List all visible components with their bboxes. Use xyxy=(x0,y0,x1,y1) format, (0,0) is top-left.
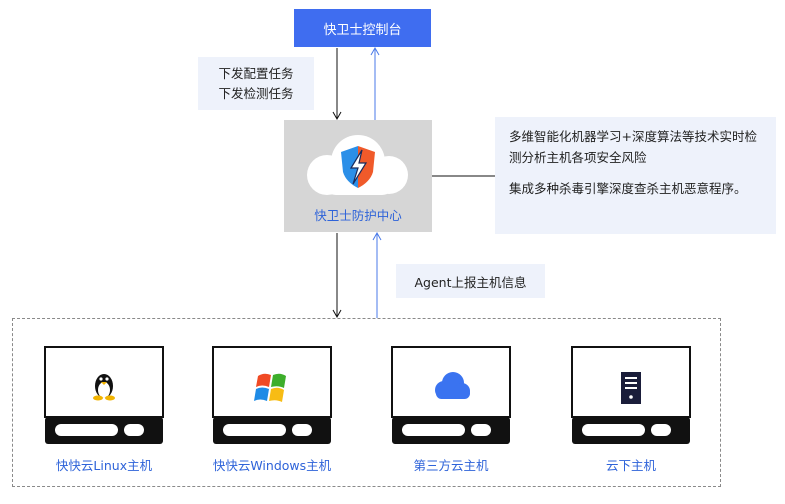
cloud-icon xyxy=(435,372,470,399)
monitor-icon xyxy=(44,346,164,444)
server-tower-icon xyxy=(621,372,641,404)
description-antivirus: 集成多种杀毒引擎深度查杀主机恶意程序。 xyxy=(509,181,747,196)
host-label: 云下主机 xyxy=(605,458,656,473)
console-node: 快卫士控制台 xyxy=(294,9,431,47)
windows-logo-icon xyxy=(254,373,286,402)
host-label: 快快云Linux主机 xyxy=(55,458,153,473)
monitor-icon xyxy=(391,346,511,444)
arrowhead-up-2 xyxy=(372,231,382,241)
protection-center-node: 快卫士防护中心 xyxy=(284,120,432,232)
report-label: Agent上报主机信息 xyxy=(414,274,527,290)
linux-penguin-icon xyxy=(93,374,115,401)
task-line-detect: 下发检测任务 xyxy=(218,85,294,101)
task-label-box: 下发配置任务 下发检测任务 xyxy=(198,57,314,110)
host-card xyxy=(212,346,332,446)
host-group xyxy=(12,318,721,487)
protection-center-label: 快卫士防护中心 xyxy=(314,208,402,223)
arrowhead-down-2 xyxy=(332,309,342,319)
cloud-shield-icon xyxy=(307,135,408,195)
host-card xyxy=(44,346,164,446)
monitor-icon xyxy=(571,346,691,444)
console-label: 快卫士控制台 xyxy=(323,22,402,38)
monitor-icon xyxy=(212,346,332,444)
description-detection: 多维智能化机器学习+深度算法等技术实时检测分析主机各项安全风险 xyxy=(509,129,757,165)
description-box: 多维智能化机器学习+深度算法等技术实时检测分析主机各项安全风险 集成多种杀毒引擎… xyxy=(495,117,776,234)
report-label-box: Agent上报主机信息 xyxy=(396,264,545,298)
arrowhead-down-1 xyxy=(332,111,342,121)
arrowhead-up-1 xyxy=(370,46,380,56)
host-label: 快快云Windows主机 xyxy=(212,458,332,473)
host-card xyxy=(571,346,691,446)
host-card xyxy=(391,346,511,446)
host-label: 第三方云主机 xyxy=(413,458,489,473)
task-line-config: 下发配置任务 xyxy=(218,65,294,81)
